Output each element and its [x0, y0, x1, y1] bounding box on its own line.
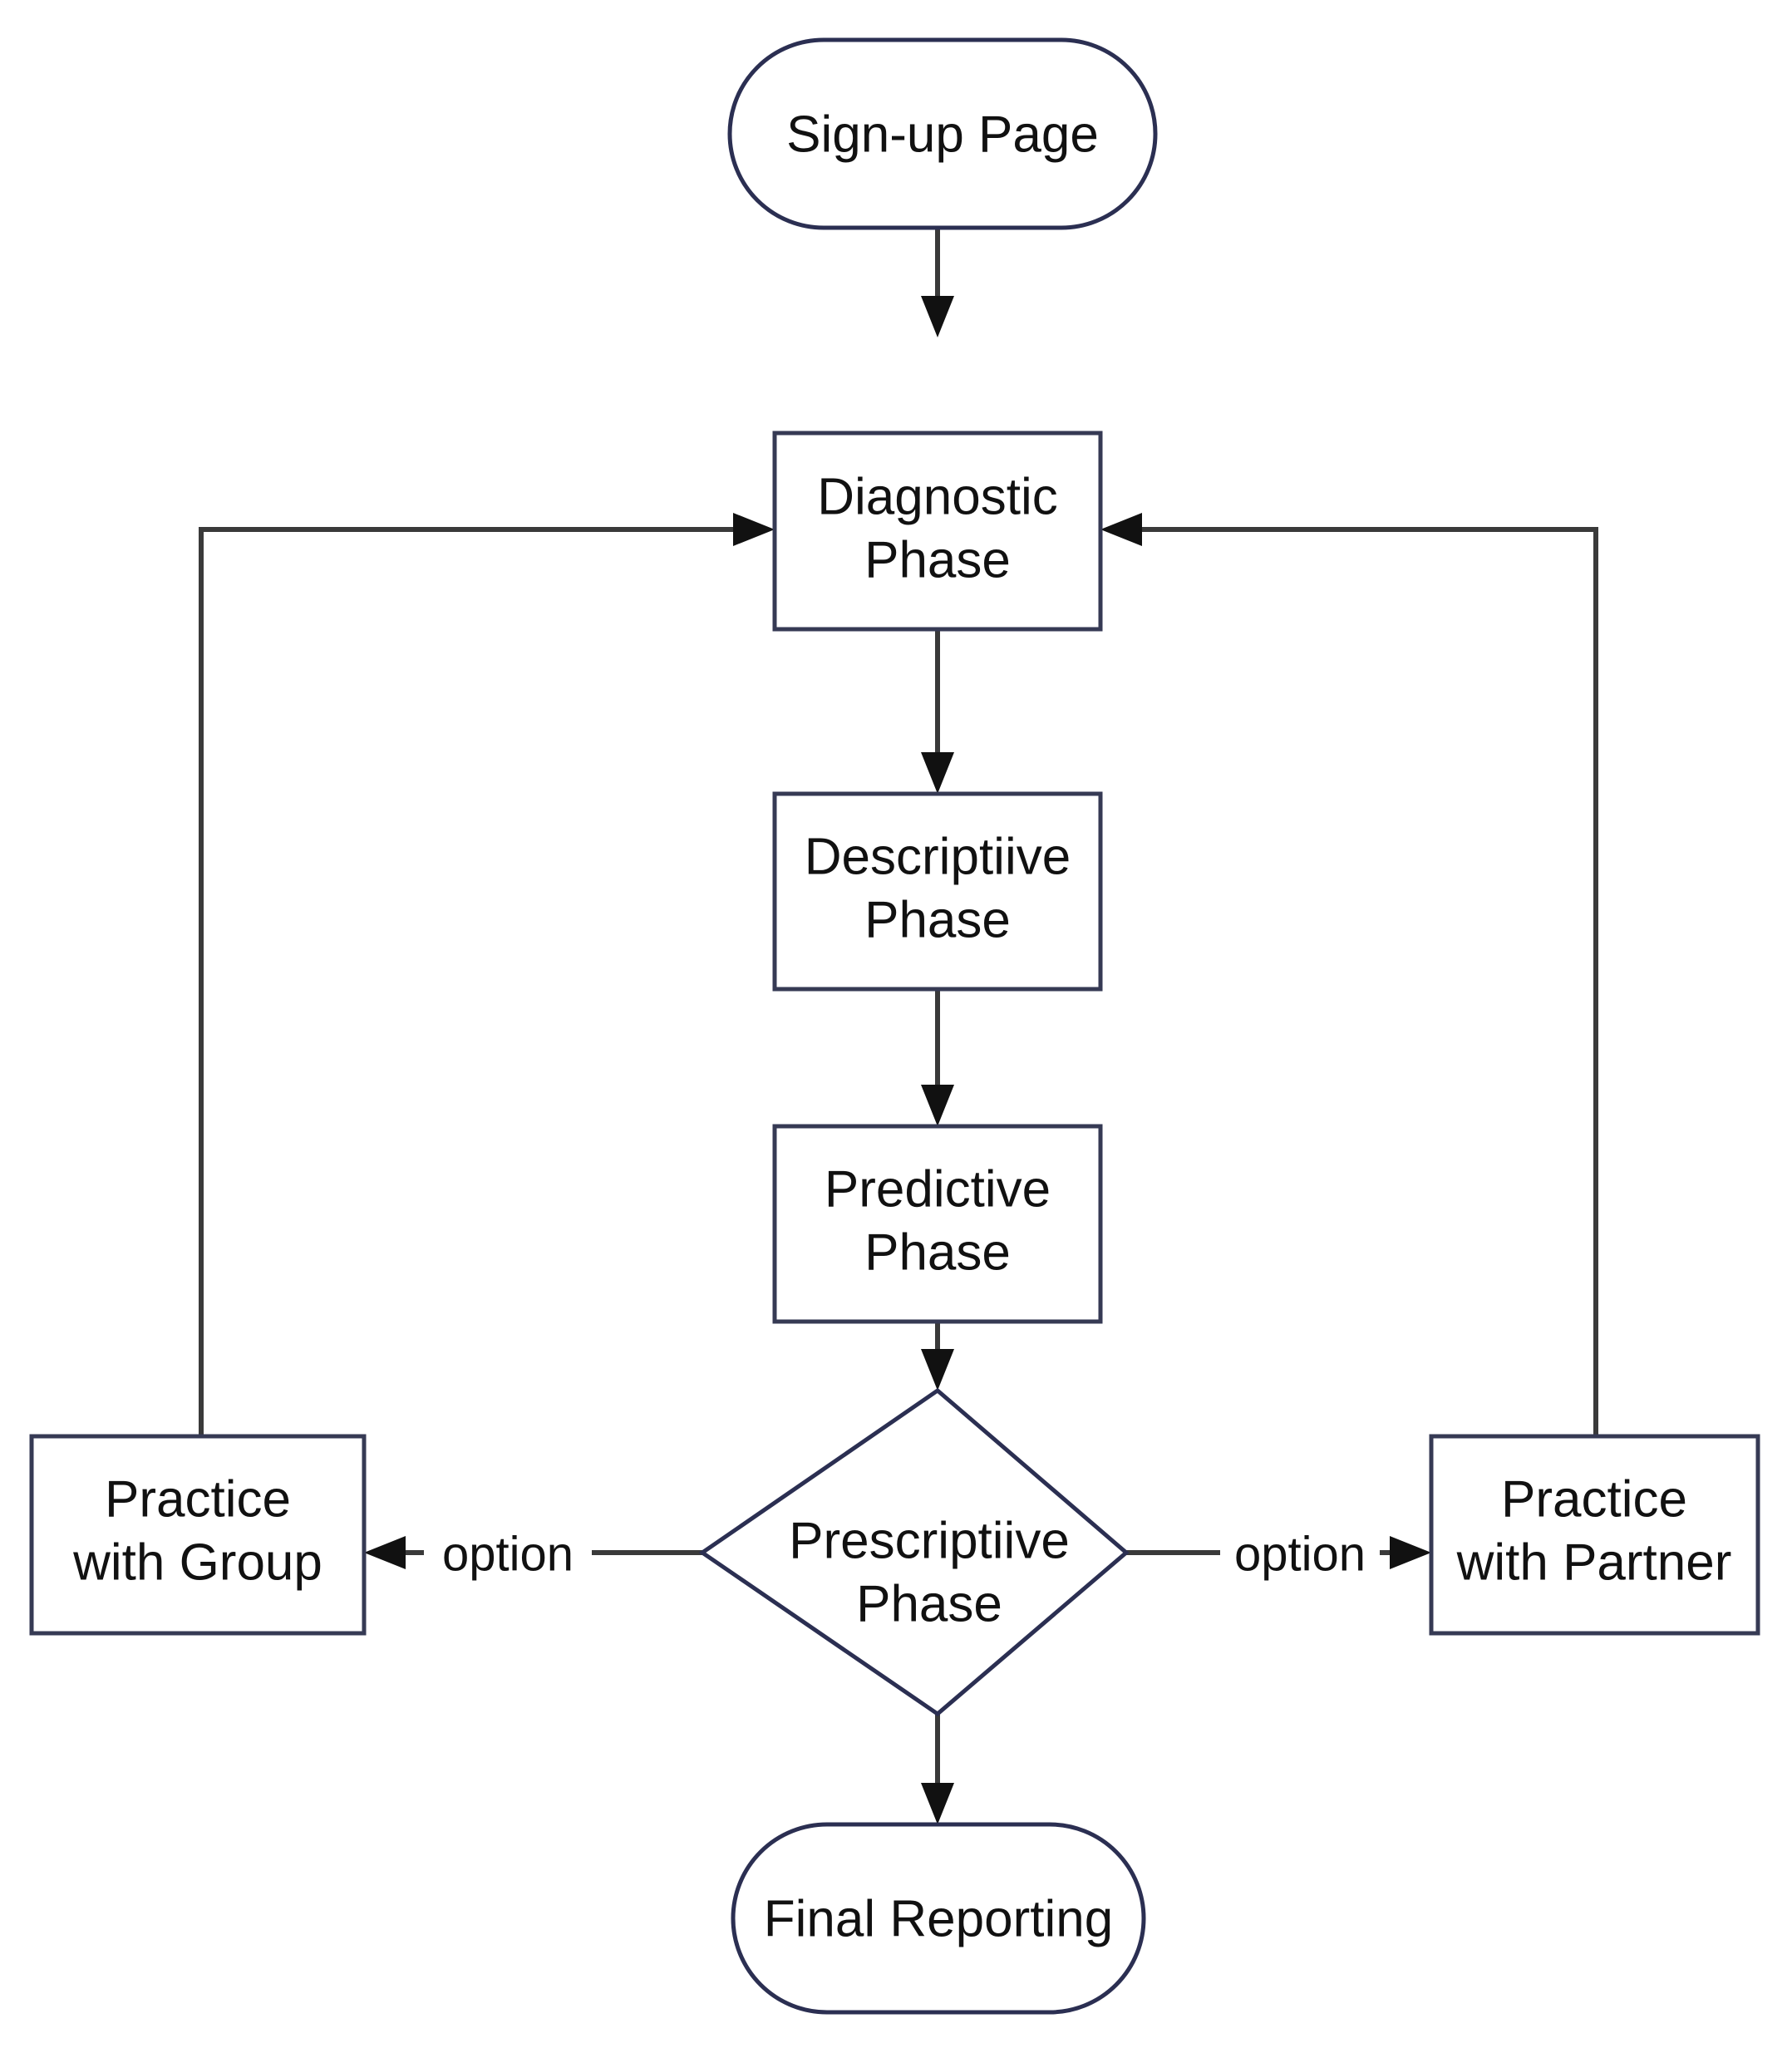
- node-practice-with-partner-shape: [1429, 1434, 1760, 1636]
- arrowhead-icon: [921, 1085, 954, 1126]
- edge-signup-to-diagnostic: [921, 228, 954, 337]
- node-practice-with-partner-label-line2: with Partner: [1456, 1534, 1732, 1591]
- node-practice-with-group-label-line2: with Group: [72, 1534, 322, 1591]
- node-predictive-phase-label-line1: Predictive: [825, 1160, 1051, 1218]
- arrowhead-icon: [921, 1349, 954, 1391]
- edge-diagnostic-to-descriptive: [921, 629, 954, 794]
- node-final-reporting[interactable]: Final Reporting: [731, 1822, 1146, 2015]
- edge-prescriptive-to-final-reporting: [921, 1714, 954, 1824]
- node-prescriptive-phase-label-line2: Phase: [856, 1575, 1002, 1632]
- edge-prescriptive-to-practice-partner: option: [1126, 1527, 1431, 1581]
- arrowhead-icon: [921, 296, 954, 337]
- node-descriptive-phase-shape: [772, 791, 1103, 992]
- arrowhead-icon: [1390, 1536, 1431, 1569]
- edge-practice-group-to-diagnostic: [199, 513, 775, 1436]
- node-descriptive-phase-label-line2: Phase: [864, 891, 1011, 948]
- node-descriptive-phase-label-line1: Descriptiive: [805, 828, 1071, 885]
- node-predictive-phase-shape: [772, 1124, 1103, 1324]
- node-descriptive-phase[interactable]: Descriptiive Phase: [772, 791, 1103, 992]
- node-diagnostic-phase-shape: [772, 431, 1103, 632]
- node-diagnostic-phase-label-line1: Diagnostic: [817, 468, 1057, 525]
- arrowhead-icon: [1100, 513, 1142, 546]
- edge-label-option-left: option: [442, 1527, 574, 1581]
- node-practice-with-group[interactable]: Practice with Group: [29, 1434, 367, 1636]
- edge-label-option-right: option: [1234, 1527, 1366, 1581]
- edge-descriptive-to-predictive: [921, 989, 954, 1126]
- node-practice-with-partner-label-line1: Practice: [1501, 1470, 1687, 1528]
- edge-prescriptive-to-practice-group: option: [364, 1527, 702, 1581]
- node-practice-with-partner[interactable]: Practice with Partner: [1429, 1434, 1760, 1636]
- node-practice-with-group-label-line1: Practice: [105, 1470, 291, 1528]
- node-final-reporting-shape: [731, 1822, 1146, 2015]
- node-predictive-phase-label-line2: Phase: [864, 1223, 1011, 1281]
- node-predictive-phase[interactable]: Predictive Phase: [772, 1124, 1103, 1324]
- arrowhead-icon: [364, 1536, 406, 1569]
- node-prescriptive-phase-label-line1: Prescriptiive: [789, 1512, 1070, 1569]
- arrowhead-icon: [921, 752, 954, 794]
- arrowhead-icon: [733, 513, 775, 546]
- edge-practice-partner-to-diagnostic: [1100, 513, 1598, 1436]
- edge-predictive-to-prescriptive: [921, 1322, 954, 1391]
- node-diagnostic-phase-label-line2: Phase: [864, 531, 1011, 588]
- node-prescriptive-phase-shape: [698, 1387, 1130, 1717]
- node-prescriptive-phase-decision[interactable]: Prescriptiive Phase: [698, 1387, 1130, 1717]
- node-signup-page-shape: [727, 37, 1158, 230]
- node-practice-with-group-shape: [29, 1434, 367, 1636]
- node-signup-page-label: Sign-up Page: [786, 106, 1099, 163]
- node-diagnostic-phase[interactable]: Diagnostic Phase: [772, 431, 1103, 632]
- node-final-reporting-label: Final Reporting: [764, 1890, 1113, 1947]
- node-signup-page[interactable]: Sign-up Page: [727, 37, 1158, 230]
- arrowhead-icon: [921, 1783, 954, 1824]
